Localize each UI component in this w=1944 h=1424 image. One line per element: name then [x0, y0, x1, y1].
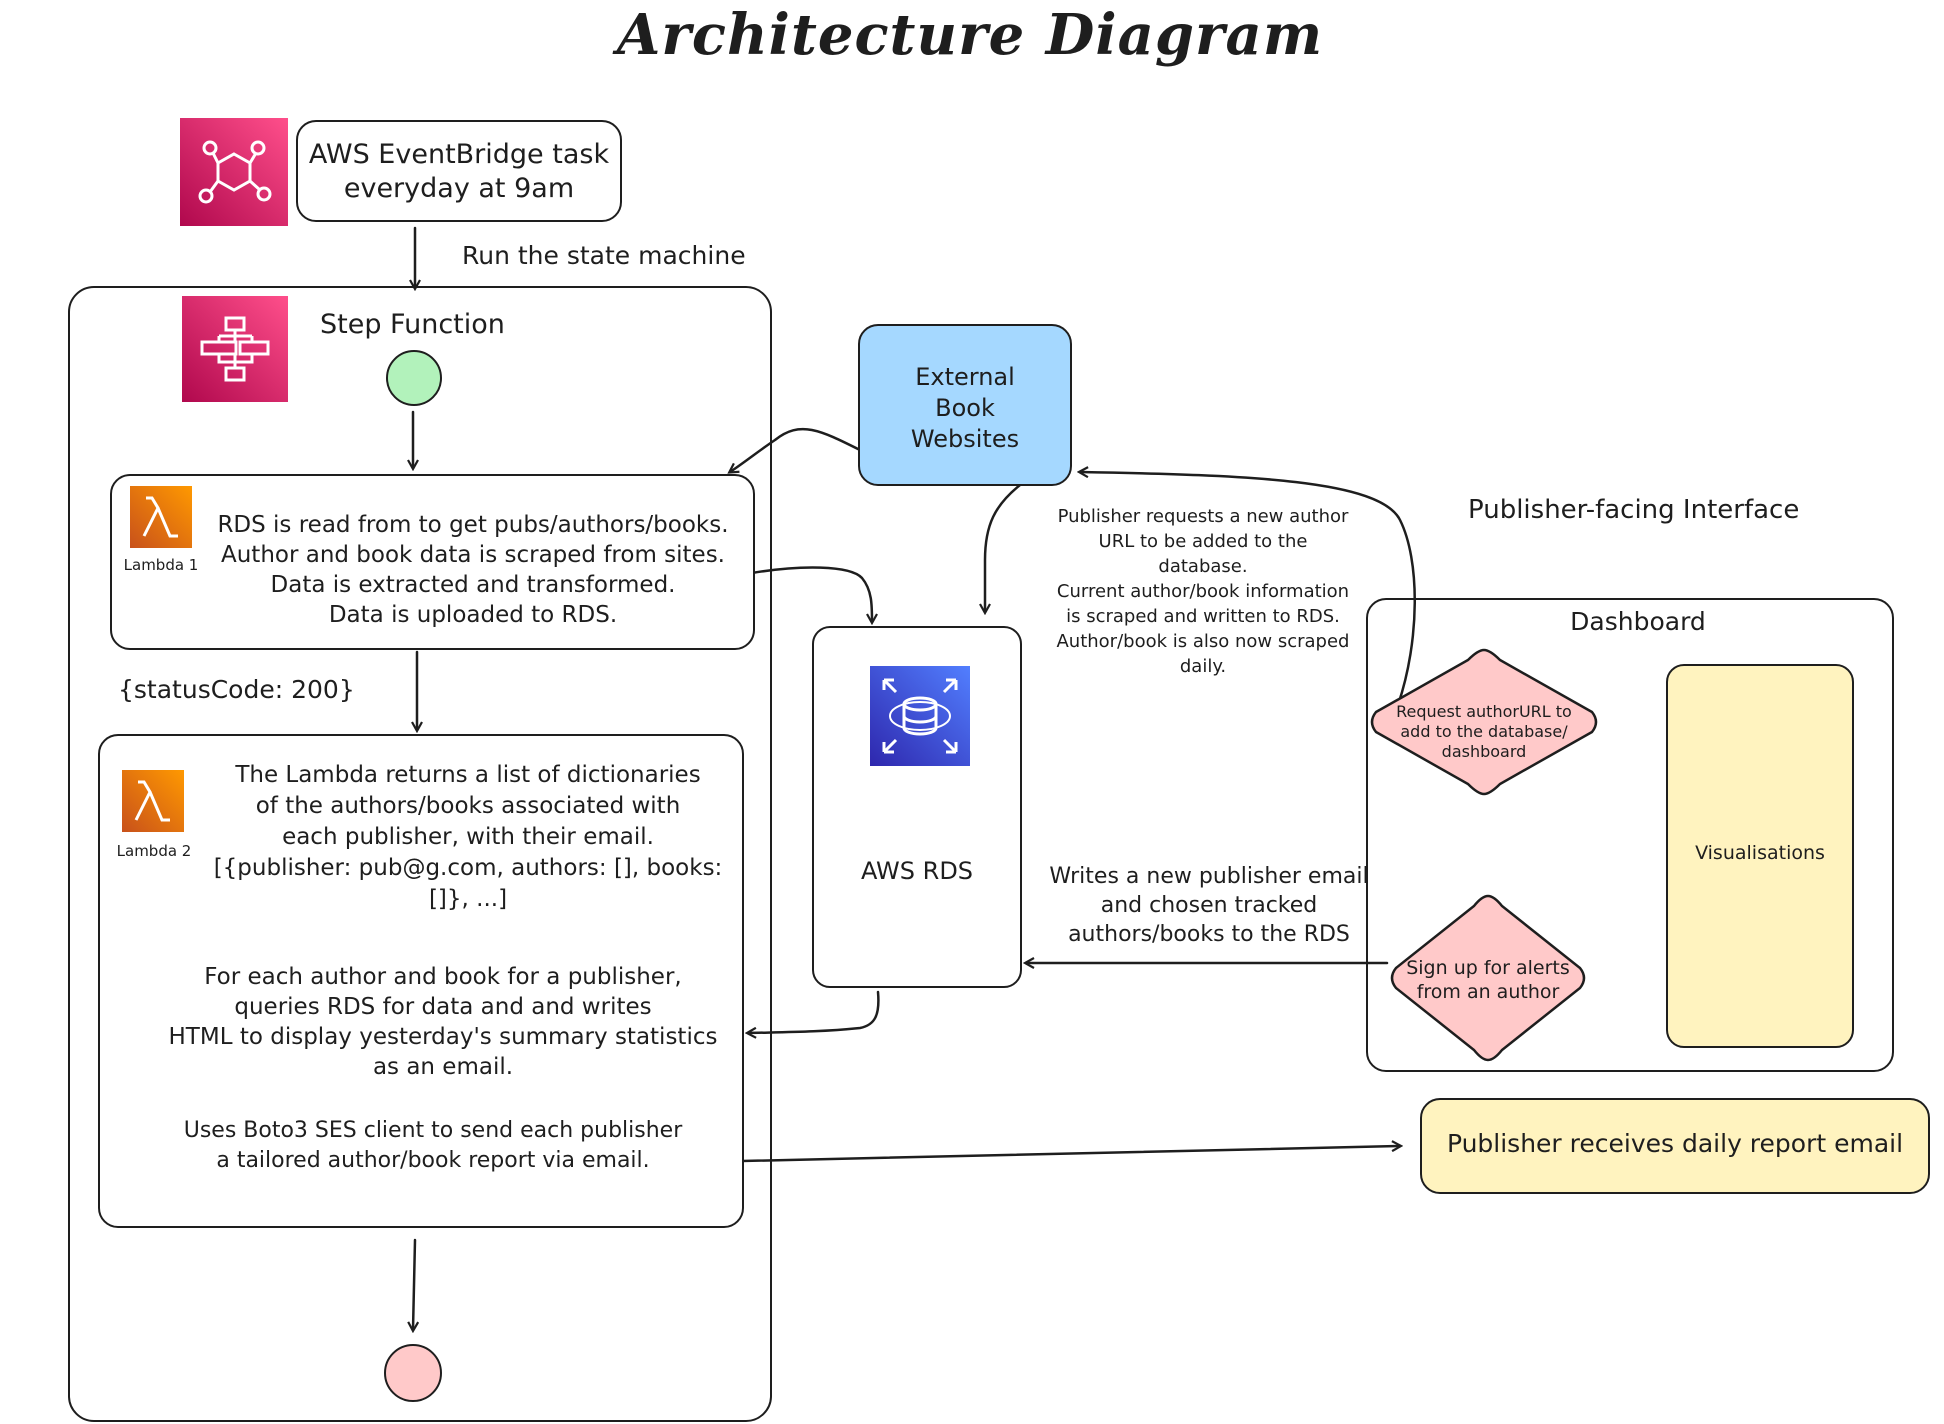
lambda1-box	[110, 474, 755, 650]
rds-database-icon	[870, 666, 970, 766]
eventbridge-task-label: AWS EventBridge task everyday at 9am	[308, 139, 610, 204]
sign-up-alerts-diamond[interactable]	[1384, 892, 1592, 1064]
end-state-circle	[384, 1344, 442, 1402]
arrow-external-to-rds	[985, 483, 1022, 612]
aws-rds-label: AWS RDS	[860, 857, 974, 885]
publisher-request-note: Publisher requests a new author URL to b…	[1056, 506, 1350, 677]
arrow-lambda1-to-rds	[750, 566, 872, 622]
arrow-lambda2-to-email	[698, 1146, 1400, 1164]
step-function-container	[68, 286, 772, 1422]
dashboard-label: Dashboard	[1570, 607, 1706, 636]
arrow-rds-to-lambda2	[748, 990, 880, 1033]
lambda2-box	[98, 734, 744, 1228]
lambda-icon	[122, 770, 184, 832]
eventbridge-icon	[180, 118, 288, 226]
request-author-diamond[interactable]	[1366, 646, 1602, 798]
arrow-lambda2-to-end	[413, 1238, 415, 1330]
diagram-title: Architecture Diagram	[616, 2, 1324, 68]
publisher-interface-heading: Publisher-facing Interface	[1468, 495, 1800, 525]
arrow-request-to-external	[1080, 472, 1416, 707]
sign-up-alerts-label: Sign up for alerts from an author	[1406, 957, 1570, 1003]
lambda-icon	[130, 486, 192, 548]
arrow-external-to-lambda1	[730, 427, 862, 472]
lambda1-icon-label: Lambda 1	[123, 556, 199, 574]
visualisations-label: Visualisations	[1695, 842, 1825, 864]
request-author-label: Request authorURL to add to the database…	[1396, 702, 1572, 761]
lambda2-return-description: The Lambda returns a list of dictionarie…	[213, 762, 723, 912]
eventbridge-task-box	[296, 120, 622, 222]
lambda1-description: RDS is read from to get pubs/authors/boo…	[217, 512, 729, 628]
status-code-label: {statusCode: 200}	[118, 675, 355, 704]
start-state-circle	[386, 350, 442, 406]
dashboard-container	[1366, 598, 1894, 1072]
external-book-websites-box	[858, 324, 1072, 486]
step-functions-icon	[182, 296, 288, 402]
daily-report-email-label: Publisher receives daily report email	[1446, 1129, 1904, 1158]
external-book-websites-label: External Book Websites	[910, 363, 1020, 453]
lambda2-query-description: For each author and book for a publisher…	[168, 964, 718, 1080]
step-function-label: Step Function	[320, 309, 505, 340]
writes-publisher-email-note: Writes a new publisher email and chosen …	[1049, 864, 1369, 947]
visualisations-panel[interactable]	[1666, 664, 1854, 1048]
lambda2-icon-label: Lambda 2	[116, 842, 192, 860]
lambda2-ses-description: Uses Boto3 SES client to send each publi…	[183, 1118, 683, 1173]
run-state-machine-label: Run the state machine	[462, 241, 746, 270]
daily-report-email-box	[1420, 1098, 1930, 1194]
